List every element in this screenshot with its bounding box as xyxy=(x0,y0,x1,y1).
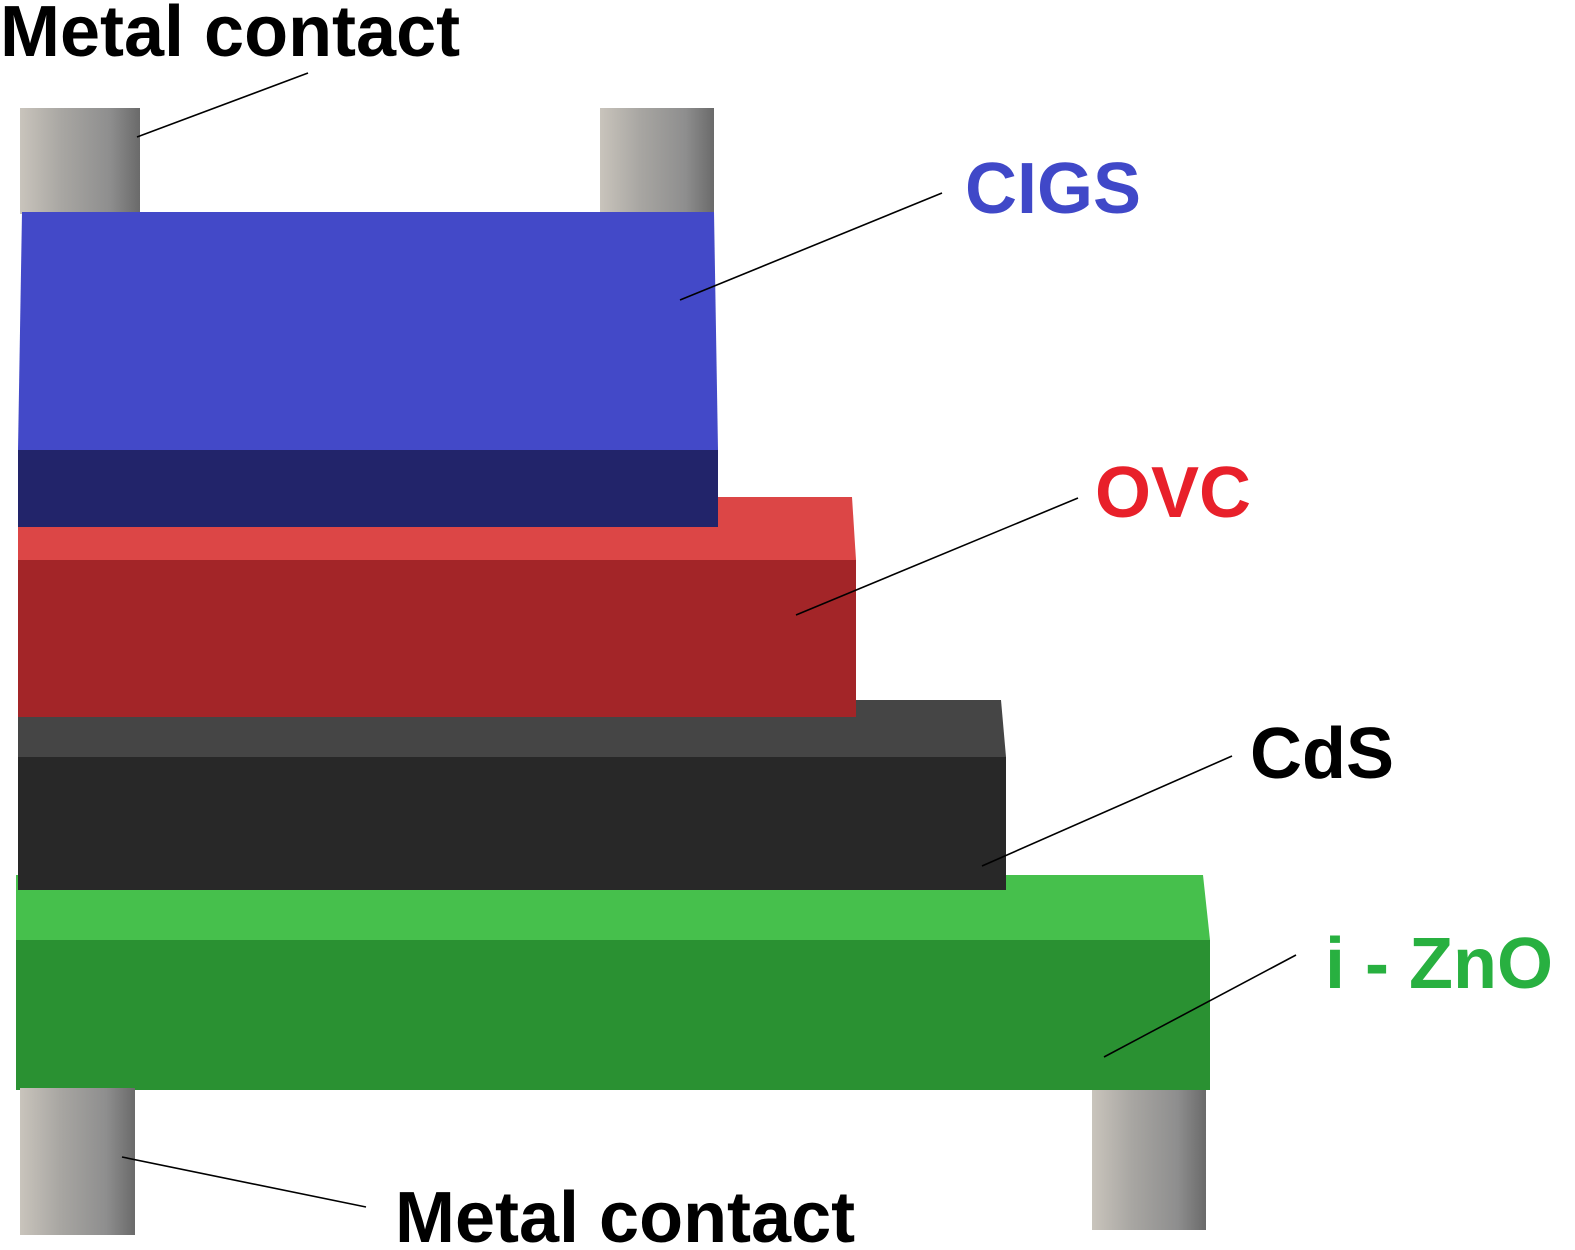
cds-layer xyxy=(18,700,1006,890)
leader-ovc xyxy=(795,497,1079,616)
leader-cds xyxy=(981,755,1233,867)
ovc-layer xyxy=(18,497,856,717)
leader-izno xyxy=(1103,954,1297,1058)
leader-bottom-contact xyxy=(121,1156,367,1208)
leader-cigs xyxy=(679,192,943,301)
cigs-layer xyxy=(18,212,718,527)
label-top-metal-contact: Metal contact xyxy=(0,0,460,72)
label-ovc: OVC xyxy=(1095,453,1251,533)
bottom-metal-contact-left xyxy=(20,1088,135,1235)
label-cds: CdS xyxy=(1250,714,1394,794)
label-bottom-metal-contact: Metal contact xyxy=(395,1178,855,1250)
label-izno: i - ZnO xyxy=(1325,924,1553,1004)
label-cigs: CIGS xyxy=(965,149,1141,229)
izno-layer xyxy=(16,875,1210,1090)
leader-top-contact xyxy=(136,72,309,138)
bottom-metal-contact-right xyxy=(1092,1090,1206,1230)
top-metal-contact-right xyxy=(600,108,714,214)
leader-lines xyxy=(121,72,1297,1208)
top-metal-contact-left xyxy=(20,108,140,214)
